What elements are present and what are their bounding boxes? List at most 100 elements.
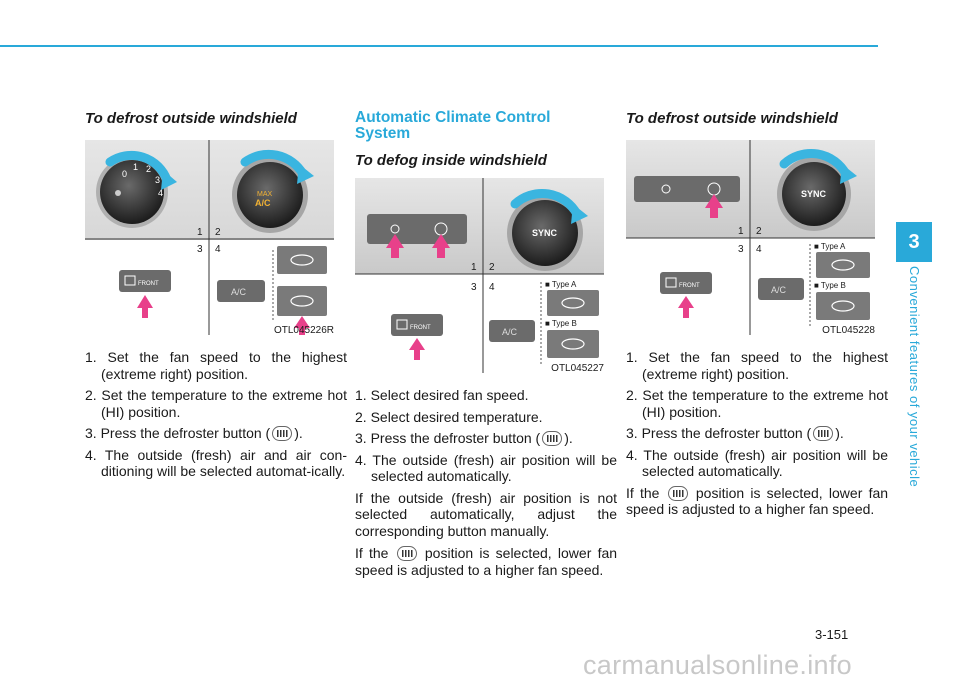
front-label: FRONT [679, 283, 700, 289]
step-item: 1. Set the fan speed to the highest (ext… [85, 349, 347, 382]
step-text: 3. Press the defroster button ( [85, 425, 271, 441]
curved-arrow-icon [240, 149, 308, 179]
defroster-icon [272, 426, 293, 441]
column-3: To defrost outside windshield SYNC [626, 110, 888, 524]
chapter-title-vertical: Convenient features of your vehicle [902, 266, 922, 496]
ac-button [217, 280, 265, 302]
ac-button-label: A/C [502, 327, 518, 337]
dial-number: 1 [133, 162, 138, 172]
ac-button-label: A/C [771, 285, 787, 295]
type-a-label: ■ Type A [814, 242, 846, 251]
figure-caption: OTL045226R [273, 325, 334, 336]
chapter-title: Convenient features of your vehicle [907, 266, 922, 488]
figure-defrost-dials: 0 1 2 3 4 MAX A/C 1 2 3 [85, 140, 334, 336]
fresh-air-icon [831, 259, 855, 271]
illustration-sync-panel: SYNC 1 2 3 4 FRONT A/C ■ Type A ■ Type B [626, 140, 875, 335]
pointer-arrow-icon [432, 234, 450, 258]
pointer-arrow-icon [409, 338, 425, 360]
section-title: Automatic Climate Control System [355, 109, 551, 142]
fresh-air-icon [561, 297, 585, 309]
paragraph-text: position is selected, lower fan speed is… [355, 545, 618, 578]
paragraph: If the position is selected, lower fan s… [355, 545, 617, 578]
recirculation-button [277, 246, 327, 274]
step-text: ). [835, 425, 844, 441]
dial-number: 2 [146, 164, 151, 174]
dial-number: 0 [122, 169, 127, 179]
air-mode-button-type-b [547, 330, 599, 358]
pointer-arrow-icon [137, 295, 153, 318]
illustration-dials: 0 1 2 3 4 MAX A/C 1 2 3 [85, 140, 334, 335]
type-b-label: ■ Type B [814, 281, 846, 290]
quadrant-number: 1 [471, 262, 477, 273]
max-label: MAX [257, 191, 273, 198]
quadrant-number: 2 [756, 226, 762, 237]
quadrant-number: 4 [489, 282, 495, 293]
step-list: 1. Set the fan speed to the highest (ext… [626, 349, 888, 480]
curved-arrow-icon [297, 164, 314, 184]
chapter-tab: 3 [896, 222, 932, 262]
defroster-icon [542, 431, 563, 446]
temperature-knob: MAX A/C [232, 157, 308, 233]
defroster-icon [124, 275, 136, 286]
figure-caption: OTL045227 [551, 363, 604, 374]
fan-icon [115, 190, 121, 196]
section-heading: To defrost outside windshield [626, 110, 838, 127]
defroster-icon [396, 319, 408, 330]
ac-button-label: A/C [231, 287, 247, 297]
curved-arrow-icon [779, 148, 851, 179]
column-1: To defrost outside windshield 0 1 [85, 110, 347, 485]
quadrant-number: 2 [489, 262, 495, 273]
sync-label: SYNC [801, 189, 827, 199]
step-list: 1. Set the fan speed to the highest (ext… [85, 349, 347, 480]
illustration-sync-panel: SYNC 1 2 3 4 FRONT A/C ■ Type A ■ Type B [355, 178, 604, 373]
step-item: 3. Press the defroster button (). [626, 425, 888, 442]
step-item: 3. Press the defroster button (). [355, 430, 617, 447]
defroster-icon [813, 426, 834, 441]
step-item: 1. Set the fan speed to the highest (ext… [626, 349, 888, 382]
step-item: 2. Set the temperature to the extreme ho… [85, 387, 347, 420]
paragraph-text: If the [626, 484, 660, 501]
sync-knob: SYNC [777, 157, 851, 231]
quadrant-number: 2 [215, 227, 221, 238]
air-mode-button-type-b [816, 292, 870, 320]
column-2: Automatic Climate Control System To defo… [355, 110, 617, 584]
quadrant-number: 3 [197, 244, 203, 255]
air-mode-button-type-a [547, 290, 599, 316]
step-item: 4. The outside (fresh) air position will… [355, 451, 617, 485]
defroster-icon [667, 485, 688, 501]
section-heading: To defrost outside windshield [85, 110, 297, 127]
paragraph: If the position is selected, lower fan s… [626, 485, 888, 518]
curved-arrow-icon [840, 164, 857, 184]
fan-icon [661, 184, 671, 194]
quadrant-number: 3 [471, 282, 477, 293]
defroster-icon [665, 277, 677, 288]
pointer-arrow-icon [294, 316, 310, 335]
step-item: 2. Select desired temperature. [355, 408, 543, 425]
recirculation-icon [290, 254, 314, 266]
type-b-label: ■ Type B [545, 319, 577, 328]
step-item: 4. The outside (fresh) air and air con-d… [85, 446, 347, 480]
step-text: 3. Press the defroster button ( [626, 425, 812, 441]
quadrant-number: 4 [215, 244, 221, 255]
fan-speed-knob: 0 1 2 3 4 [96, 156, 168, 228]
step-item: 1. Select desired fan speed. [355, 387, 529, 403]
fan-control-bar [634, 176, 740, 202]
top-rule [0, 45, 878, 47]
air-mode-button-type-a [816, 252, 870, 278]
step-list: 1. Select desired fan speed. 2. Select d… [355, 387, 617, 485]
fan-icon [390, 224, 400, 234]
dial-number: 3 [155, 175, 160, 185]
quadrant-number: 3 [738, 244, 744, 255]
step-item: 4. The outside (fresh) air position will… [626, 446, 888, 480]
front-label: FRONT [410, 325, 431, 331]
step-item: 2. Set the temperature to the extreme ho… [626, 387, 888, 420]
chapter-number: 3 [908, 231, 920, 253]
dial-number: 4 [158, 188, 163, 198]
fresh-air-icon [290, 295, 314, 307]
ac-label: A/C [255, 198, 271, 208]
figure-caption: OTL045228 [822, 325, 875, 336]
fan-control-bar [367, 214, 467, 244]
front-label: FRONT [138, 281, 159, 287]
watermark: carmanualsonline.info [583, 650, 852, 680]
sync-label: SYNC [532, 228, 558, 238]
